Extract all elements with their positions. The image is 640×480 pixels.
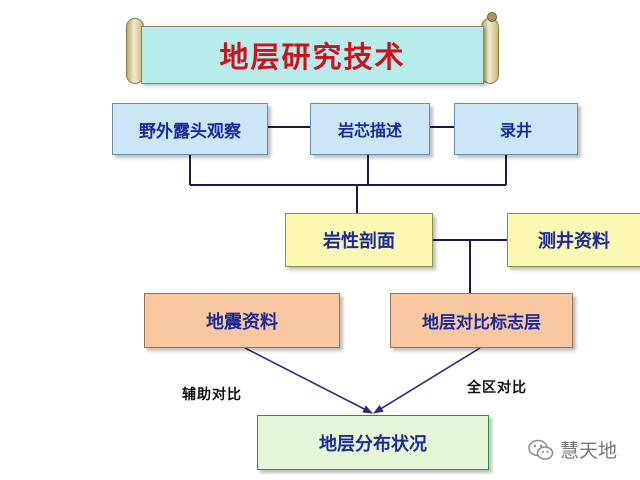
node-well-logging-label: 录井	[499, 121, 532, 140]
arrow-marker-to-distribution	[373, 347, 481, 414]
node-well-log-data-label: 测井资料	[538, 231, 610, 252]
node-stratigraphic-distribution-label: 地层分布状况	[319, 433, 427, 455]
node-stratigraphic-distribution: 地层分布状况	[257, 415, 489, 470]
node-seismic-data-label: 地震资料	[206, 311, 278, 333]
watermark-text: 慧天地	[560, 440, 618, 462]
node-core-description-label: 岩芯描述	[337, 121, 402, 140]
wechat-icon	[528, 439, 554, 460]
title-scroll: 地层研究技术	[126, 12, 501, 86]
diagram-title: 地层研究技术	[219, 40, 406, 74]
node-well-log-data: 测井资料	[507, 213, 640, 267]
arrow-seismic-to-distribution	[244, 347, 373, 414]
watermark: 慧天地	[528, 436, 617, 463]
node-stratigraphic-marker: 地层对比标志层	[390, 293, 573, 348]
node-core-description: 岩芯描述	[310, 103, 430, 155]
scroll-knob-icon	[487, 12, 497, 22]
node-stratigraphic-marker-label: 地层对比标志层	[422, 313, 541, 333]
node-lithologic-profile-label: 岩性剖面	[323, 231, 395, 252]
edge-label-full-area: 全区对比	[467, 380, 527, 396]
node-lithologic-profile: 岩性剖面	[285, 213, 433, 267]
edge-label-auxiliary: 辅助对比	[182, 387, 242, 403]
node-well-logging: 录井	[454, 103, 578, 155]
node-seismic-data: 地震资料	[144, 293, 340, 348]
scroll-body: 地层研究技术	[141, 26, 484, 84]
node-field-outcrop: 野外露头观察	[112, 103, 268, 155]
node-field-outcrop-label: 野外露头观察	[139, 121, 241, 142]
